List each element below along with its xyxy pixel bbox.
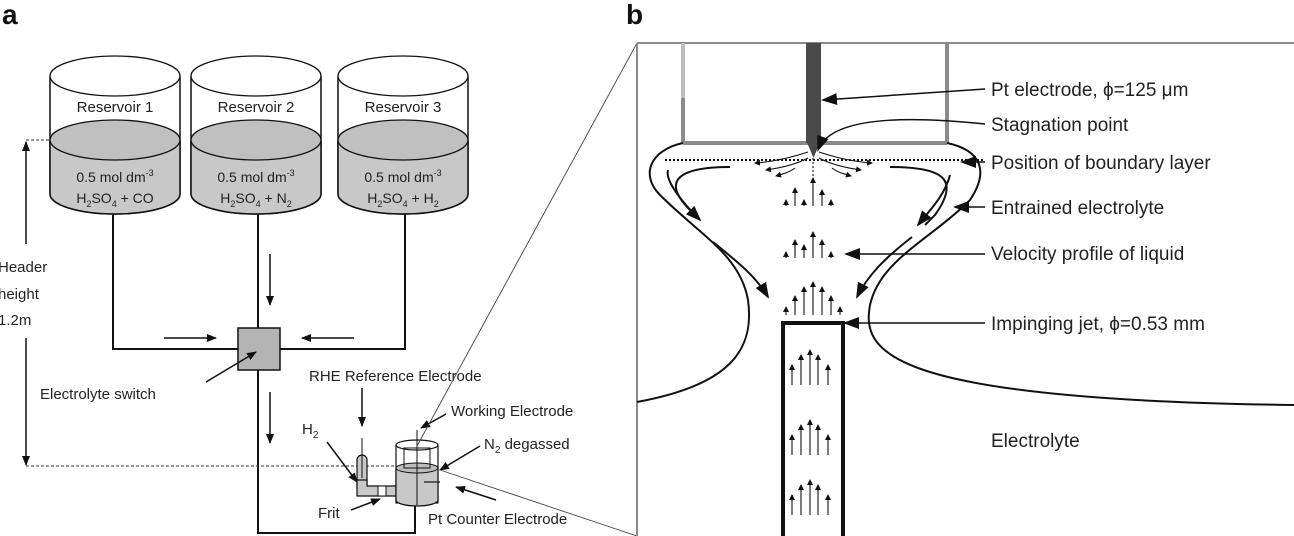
panel-a-letter: a <box>2 0 18 30</box>
h2-label: H2 <box>302 421 319 441</box>
header-height-line1: Header <box>0 259 47 276</box>
velocity-profile-2 <box>783 231 834 258</box>
header-height-line2: height <box>0 286 40 303</box>
boundary-layer-label: Position of boundary layer <box>991 153 1211 174</box>
n2-degassed-label: N2 degassed <box>484 436 570 456</box>
flow-envelope <box>636 142 1294 406</box>
entrained-flow-arrows <box>666 169 951 299</box>
reservoir-2-conc: 0.5 mol dm-3 <box>217 168 294 185</box>
reservoir-2-name: Reservoir 2 <box>218 99 295 116</box>
stagnation-point-label: Stagnation point <box>991 115 1129 136</box>
stagnation-leader <box>817 118 986 152</box>
reservoir-1-conc: 0.5 mol dm-3 <box>76 168 153 185</box>
velocity-profile-label: Velocity profile of liquid <box>991 244 1184 265</box>
velocity-profiles <box>783 177 843 315</box>
electrode-holder <box>681 43 949 158</box>
pt-electrode-label: Pt electrode, ϕ=125 μm <box>991 80 1188 101</box>
nozzle-profile-2 <box>789 419 831 455</box>
n2-arrow <box>439 445 481 471</box>
reservoir-2-solution: H2SO4 + N2 <box>220 190 291 209</box>
velocity-profile-3 <box>783 281 843 315</box>
electrolyte-switch <box>237 327 281 371</box>
nozzle-profile-1 <box>789 349 831 385</box>
working-electrode-label: Working Electrode <box>451 403 573 420</box>
piping <box>112 214 416 534</box>
reservoir-3: Reservoir 3 0.5 mol dm-3 H2SO4 + H2 <box>337 55 469 215</box>
pt-counter-arrow <box>455 485 497 501</box>
nozzle-velocity-profiles <box>789 349 831 515</box>
header-height-indicator: Header height 1.2m <box>0 139 395 467</box>
rhe-reference-label: RHE Reference Electrode <box>309 368 482 385</box>
reservoir-1-name: Reservoir 1 <box>77 99 154 116</box>
reservoir-3-name: Reservoir 3 <box>365 99 442 116</box>
frit-label: Frit <box>318 505 340 522</box>
header-height-line3: 1.2m <box>0 312 31 329</box>
panel-b-leaders <box>817 88 986 329</box>
switch-pointer-arrow <box>205 351 257 383</box>
pt-electrode <box>806 43 821 143</box>
frit-arrow <box>350 498 381 511</box>
reservoir-1: Reservoir 1 0.5 mol dm-3 H2SO4 + CO <box>49 55 181 215</box>
reservoir-2: Reservoir 2 0.5 mol dm-3 H2SO4 + N2 <box>190 55 322 215</box>
entrained-electrolyte-label: Entrained electrolyte <box>991 198 1164 219</box>
h2-arrow <box>326 441 358 483</box>
reservoir-3-solution: H2SO4 + H2 <box>367 190 438 209</box>
electrochemical-cell <box>356 430 440 507</box>
panel-b-frame <box>636 42 1294 536</box>
zoom-line-top <box>416 42 638 447</box>
pt-counter-label: Pt Counter Electrode <box>428 511 567 528</box>
pt-electrode-leader <box>821 88 986 106</box>
impinging-jet-label: Impinging jet, ϕ=0.53 mm <box>991 314 1205 335</box>
velocity-profile-1 <box>783 177 834 206</box>
reservoir-3-conc: 0.5 mol dm-3 <box>364 168 441 185</box>
stagnation-flow-arrows <box>754 151 873 180</box>
flow-arrows <box>164 254 354 444</box>
electrolyte-label: Electrolyte <box>991 431 1080 452</box>
nozzle-profile-3 <box>789 479 831 515</box>
zoom-line-bottom <box>439 469 638 536</box>
jet-nozzle <box>781 321 845 536</box>
panel-b-letter: b <box>626 0 643 30</box>
working-electrode-arrow <box>420 413 447 429</box>
electrolyte-switch-label: Electrolyte switch <box>40 386 156 403</box>
frit <box>377 485 387 497</box>
reservoir-1-solution: H2SO4 + CO <box>76 190 153 209</box>
